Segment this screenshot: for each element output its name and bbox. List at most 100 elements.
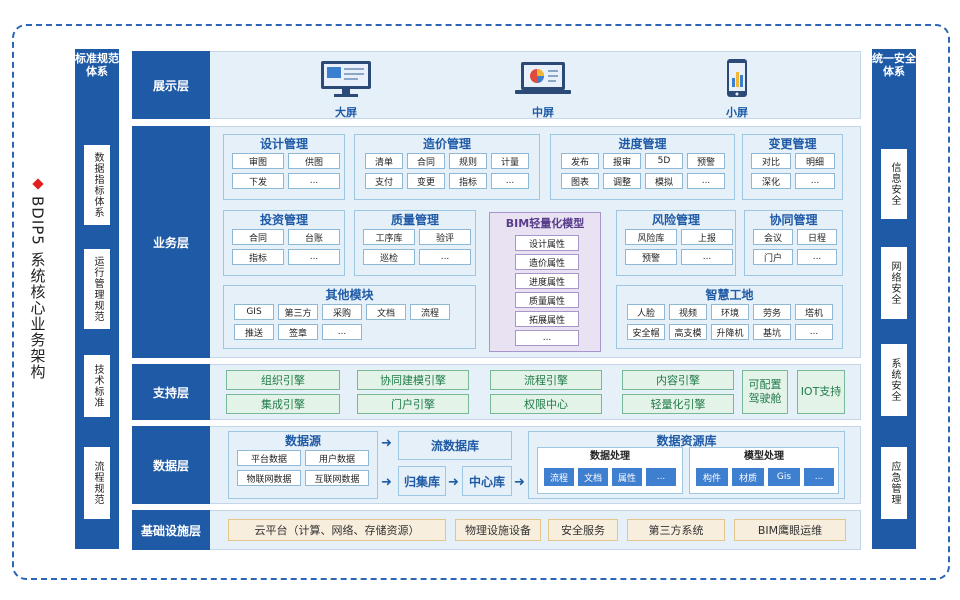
source-button[interactable]: 互联网数据 — [305, 470, 369, 486]
module-button[interactable]: 台账 — [288, 229, 340, 245]
process-button[interactable]: 流程 — [544, 468, 574, 486]
dashboard-button[interactable]: 可配置驾驶舱 — [742, 370, 788, 414]
module-button[interactable]: 第三方 — [278, 304, 318, 320]
module-button[interactable]: 采购 — [322, 304, 362, 320]
more-button[interactable]: ... — [515, 330, 579, 346]
iot-button[interactable]: IOT支持 — [797, 370, 845, 414]
infra-item[interactable]: 云平台（计算、网络、存储资源） — [228, 519, 446, 541]
more-button[interactable]: ... — [491, 173, 529, 189]
module-button[interactable]: 验评 — [419, 229, 471, 245]
more-button[interactable]: ... — [804, 468, 834, 486]
module-button[interactable]: 深化 — [751, 173, 791, 189]
source-button[interactable]: 平台数据 — [237, 450, 301, 466]
module-button[interactable]: 预警 — [687, 153, 725, 169]
laptop-icon — [515, 62, 571, 94]
module-button[interactable]: 环境 — [711, 304, 749, 320]
module-button[interactable]: 合同 — [232, 229, 284, 245]
module-button[interactable]: 明细 — [795, 153, 835, 169]
engine-button[interactable]: 门户引擎 — [357, 394, 469, 414]
model-button[interactable]: Gis — [768, 468, 800, 486]
source-button[interactable]: 物联网数据 — [237, 470, 301, 486]
module-button[interactable]: 工序库 — [363, 229, 415, 245]
risk-items: 风险库 上报 预警 ... — [625, 229, 733, 265]
process-button[interactable]: 文档 — [578, 468, 608, 486]
more-button[interactable]: ... — [687, 173, 725, 189]
engine-button[interactable]: 流程引擎 — [490, 370, 602, 390]
stream-db[interactable]: 流数据库 — [398, 431, 512, 460]
module-button[interactable]: 文档 — [366, 304, 406, 320]
module-button[interactable]: 供图 — [288, 153, 340, 169]
module-button[interactable]: GIS — [234, 304, 274, 320]
module-button[interactable]: 升降机 — [711, 324, 749, 340]
source-button[interactable]: 用户数据 — [305, 450, 369, 466]
module-button[interactable]: 预警 — [625, 249, 677, 265]
module-button[interactable]: 计量 — [491, 153, 529, 169]
module-button[interactable]: 巡检 — [363, 249, 415, 265]
module-button[interactable]: 调整 — [603, 173, 641, 189]
bim-attribute[interactable]: 造价属性 — [515, 254, 579, 270]
engine-button[interactable]: 轻量化引擎 — [622, 394, 734, 414]
more-button[interactable]: ... — [681, 249, 733, 265]
more-button[interactable]: ... — [646, 468, 676, 486]
module-button[interactable]: 图表 — [561, 173, 599, 189]
module-button[interactable]: 上报 — [681, 229, 733, 245]
bim-attribute[interactable]: 设计属性 — [515, 235, 579, 251]
infra-item[interactable]: BIM鹰眼运维 — [734, 519, 846, 541]
more-button[interactable]: ... — [795, 324, 833, 340]
center-db[interactable]: 中心库 — [462, 466, 512, 496]
more-button[interactable]: ... — [419, 249, 471, 265]
infra-item[interactable]: 安全服务 — [548, 519, 618, 541]
engine-button[interactable]: 权限中心 — [490, 394, 602, 414]
module-button[interactable]: 安全帽 — [627, 324, 665, 340]
more-button[interactable]: ... — [795, 173, 835, 189]
module-button[interactable]: 支付 — [365, 173, 403, 189]
module-button[interactable]: 对比 — [751, 153, 791, 169]
module-button[interactable]: 视频 — [669, 304, 707, 320]
small-screen[interactable]: 小屏 — [712, 58, 762, 120]
module-button[interactable]: 日程 — [797, 229, 837, 245]
module-button[interactable]: 门户 — [753, 249, 793, 265]
model-button[interactable]: 构件 — [696, 468, 728, 486]
more-button[interactable]: ... — [797, 249, 837, 265]
module-button[interactable]: 模拟 — [645, 173, 683, 189]
more-button[interactable]: ... — [322, 324, 362, 340]
engine-button[interactable]: 协同建模引擎 — [357, 370, 469, 390]
bim-attribute[interactable]: 拓展属性 — [515, 311, 579, 327]
module-button[interactable]: 合同 — [407, 153, 445, 169]
quality-items: 工序库 验评 巡检 ... — [363, 229, 471, 265]
more-button[interactable]: ... — [288, 249, 340, 265]
engine-button[interactable]: 集成引擎 — [226, 394, 340, 414]
module-button[interactable]: 清单 — [365, 153, 403, 169]
module-button[interactable]: 会议 — [753, 229, 793, 245]
bim-attribute[interactable]: 进度属性 — [515, 273, 579, 289]
process-button[interactable]: 属性 — [612, 468, 642, 486]
module-button[interactable]: 签章 — [278, 324, 318, 340]
medium-screen[interactable]: 中屏 — [510, 58, 576, 120]
module-button[interactable]: 下发 — [232, 173, 284, 189]
module-button[interactable]: 风险库 — [625, 229, 677, 245]
model-button[interactable]: 材质 — [732, 468, 764, 486]
module-button[interactable]: 规则 — [449, 153, 487, 169]
module-button[interactable]: 基坑 — [753, 324, 791, 340]
module-button[interactable]: 指标 — [232, 249, 284, 265]
module-button[interactable]: 变更 — [407, 173, 445, 189]
module-button[interactable]: 指标 — [449, 173, 487, 189]
module-button[interactable]: 推送 — [234, 324, 274, 340]
module-button[interactable]: 人脸 — [627, 304, 665, 320]
archive-db[interactable]: 归集库 — [398, 466, 446, 496]
module-button[interactable]: 塔机 — [795, 304, 833, 320]
infra-item[interactable]: 第三方系统 — [627, 519, 725, 541]
module-button[interactable]: 5D — [645, 153, 683, 169]
bim-attribute[interactable]: 质量属性 — [515, 292, 579, 308]
more-button[interactable]: ... — [288, 173, 340, 189]
large-screen[interactable]: 大屏 — [316, 58, 376, 120]
module-button[interactable]: 高支模 — [669, 324, 707, 340]
module-button[interactable]: 审图 — [232, 153, 284, 169]
module-button[interactable]: 发布 — [561, 153, 599, 169]
engine-button[interactable]: 组织引擎 — [226, 370, 340, 390]
infra-item[interactable]: 物理设施设备 — [455, 519, 541, 541]
engine-button[interactable]: 内容引擎 — [622, 370, 734, 390]
module-button[interactable]: 报审 — [603, 153, 641, 169]
module-button[interactable]: 劳务 — [753, 304, 791, 320]
module-button[interactable]: 流程 — [410, 304, 450, 320]
